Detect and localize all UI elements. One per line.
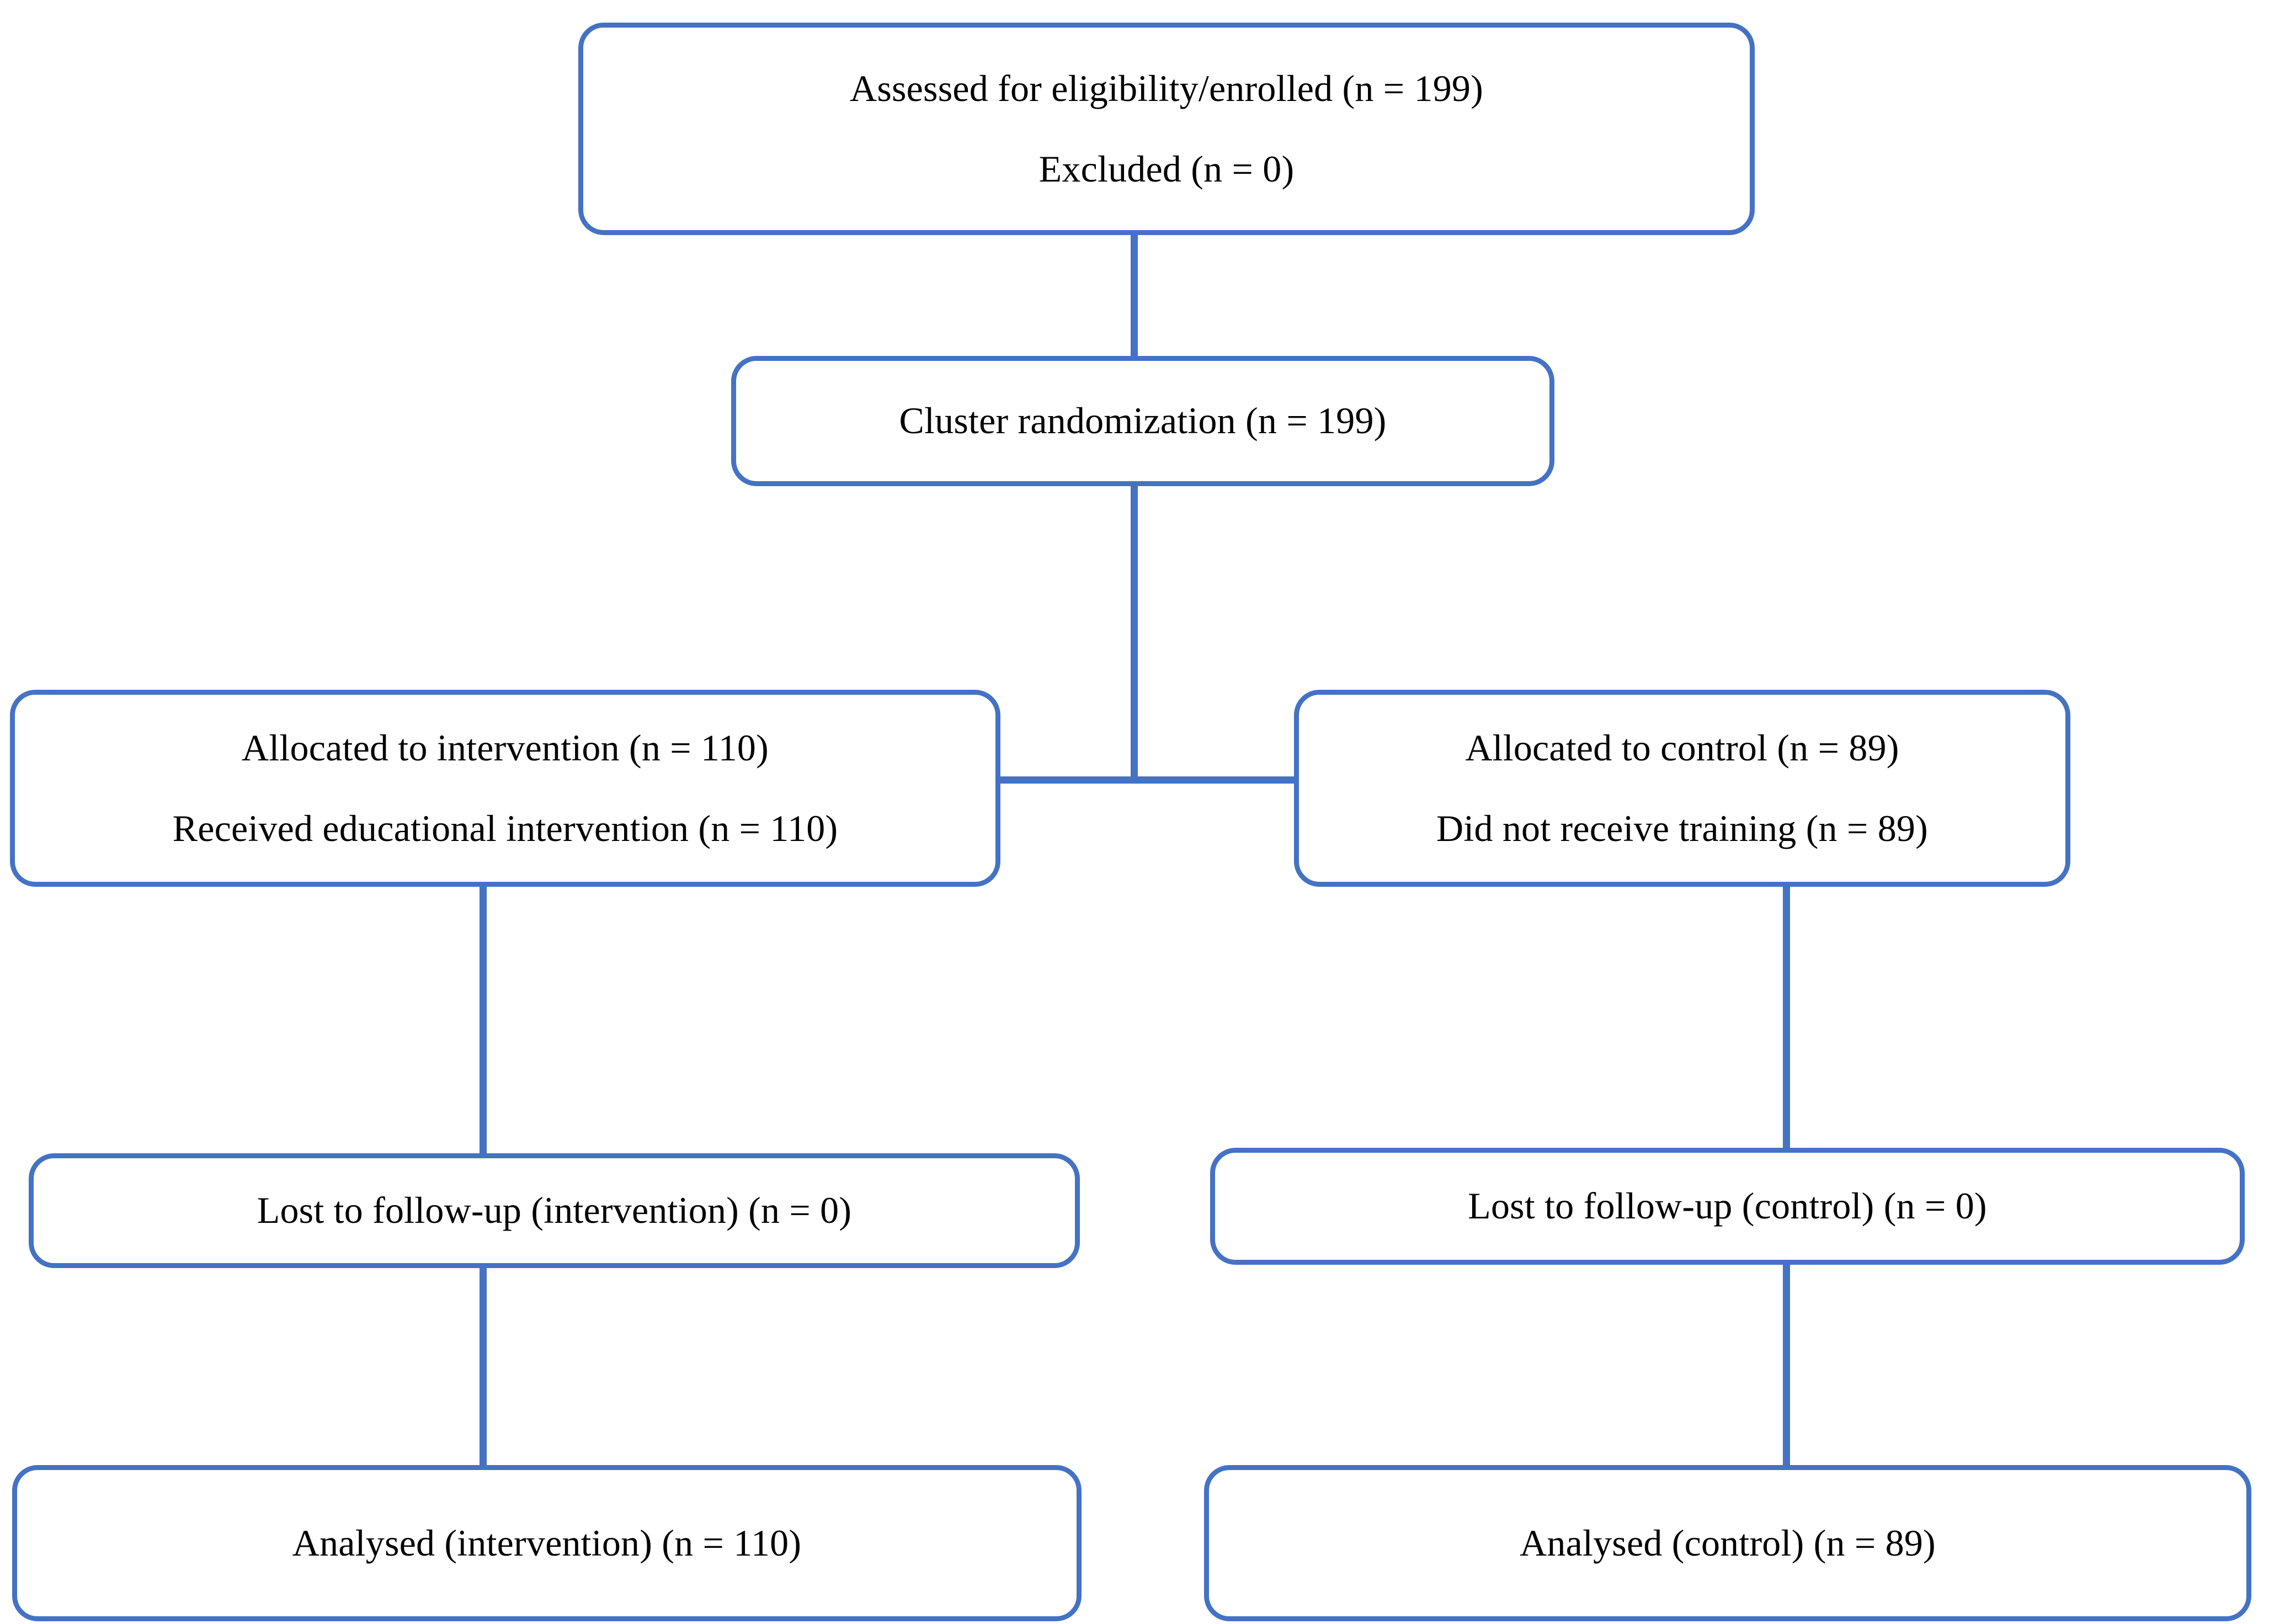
node-allocated-control: Allocated to control (n = 89) Did not re… bbox=[1294, 690, 2070, 887]
node-allocated-intervention-line-received: Received educational intervention (n = 1… bbox=[172, 807, 838, 849]
node-cluster-randomization-label: Cluster randomization (n = 199) bbox=[899, 400, 1387, 442]
connector-enrollment-to-randomization bbox=[1131, 232, 1138, 359]
node-allocated-control-line-allocated: Allocated to control (n = 89) bbox=[1465, 727, 1899, 769]
node-lost-to-followup-intervention-label: Lost to follow-up (intervention) (n = 0) bbox=[257, 1189, 852, 1232]
node-allocated-intervention-line-allocated: Allocated to intervention (n = 110) bbox=[242, 727, 769, 769]
node-analysed-control-label: Analysed (control) (n = 89) bbox=[1520, 1521, 1936, 1564]
connector-allocation-split-horizontal bbox=[996, 776, 1298, 784]
connector-intervention-allocation-to-followup bbox=[480, 883, 487, 1157]
node-allocated-intervention: Allocated to intervention (n = 110) Rece… bbox=[10, 690, 1000, 887]
node-lost-to-followup-control: Lost to follow-up (control) (n = 0) bbox=[1210, 1148, 2245, 1265]
node-lost-to-followup-control-label: Lost to follow-up (control) (n = 0) bbox=[1468, 1185, 1987, 1227]
connector-control-followup-to-analysis bbox=[1783, 1261, 1790, 1468]
node-enrollment: Assessed for eligibility/enrolled (n = 1… bbox=[578, 23, 1755, 235]
connector-control-allocation-to-followup bbox=[1783, 883, 1790, 1151]
node-analysed-control: Analysed (control) (n = 89) bbox=[1204, 1465, 2251, 1621]
node-cluster-randomization: Cluster randomization (n = 199) bbox=[731, 356, 1554, 486]
node-analysed-intervention-label: Analysed (intervention) (n = 110) bbox=[292, 1521, 802, 1564]
connector-intervention-followup-to-analysis bbox=[480, 1265, 487, 1468]
node-lost-to-followup-intervention: Lost to follow-up (intervention) (n = 0) bbox=[29, 1153, 1080, 1268]
node-enrollment-line-excluded: Excluded (n = 0) bbox=[1038, 147, 1295, 190]
node-analysed-intervention: Analysed (intervention) (n = 110) bbox=[12, 1465, 1082, 1621]
node-enrollment-line-assessed: Assessed for eligibility/enrolled (n = 1… bbox=[850, 67, 1483, 110]
node-allocated-control-line-not-received: Did not receive training (n = 89) bbox=[1436, 807, 1928, 849]
connector-randomization-to-allocation bbox=[1131, 483, 1138, 784]
